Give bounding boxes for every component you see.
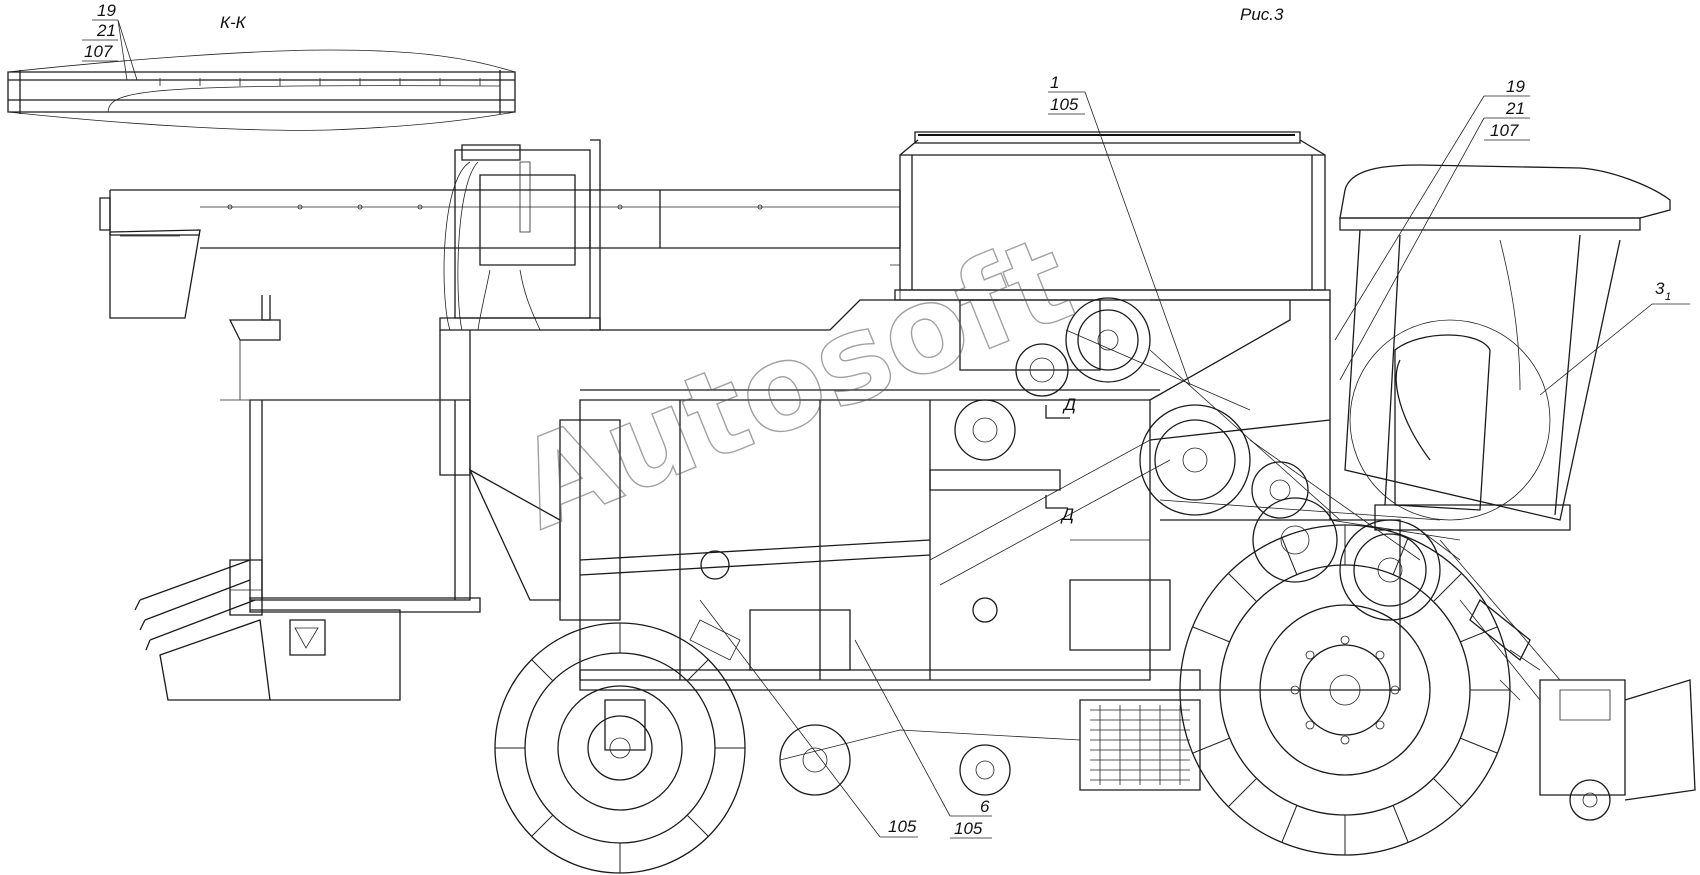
callout-tl-line3: 107 [84, 42, 113, 61]
callout-tr-line2: 21 [1505, 99, 1525, 118]
callout-rs-sub: 1 [1665, 291, 1671, 303]
callout-rs-main: 3 [1655, 279, 1665, 298]
callout-top-left: 19 21 107 [82, 1, 138, 81]
callout-bottom-right: 6 105 [854, 639, 992, 839]
callout-br-line2: 105 [954, 819, 983, 838]
callout-tr-line1: 19 [1506, 77, 1525, 96]
figure-caption: Рис.3 [1240, 5, 1284, 24]
view-marker-upper-text: Д [1062, 395, 1076, 414]
operator-cab [1339, 164, 1671, 561]
callout-right-side: 3 1 [1539, 279, 1690, 396]
watermark-text: Autosoft [499, 210, 1090, 557]
callout-tc-line1: 1 [1050, 73, 1059, 92]
rear-chopper [1439, 539, 1696, 821]
section-kk-detail [7, 49, 516, 131]
grain-tank [880, 131, 1331, 371]
callout-tc-line2: 105 [1050, 95, 1079, 114]
view-marker-lower-text: Д [1060, 505, 1074, 524]
view-marker-lower: Д [1045, 495, 1074, 524]
unloading-auger [99, 189, 901, 319]
engine-cooler [779, 699, 1201, 796]
callout-top-right: 19 21 107 [1334, 77, 1530, 381]
section-title-kk: К-К [220, 13, 247, 32]
callout-tl-line2: 21 [96, 21, 116, 40]
callout-bottom-left: 105 [699, 599, 918, 838]
header-feeder [134, 295, 401, 701]
callout-tl-line1: 19 [97, 1, 116, 20]
callout-top-center: 1 105 [1048, 73, 1191, 386]
drive-pulleys [700, 297, 1441, 623]
callout-bl-line1: 105 [888, 817, 917, 836]
view-marker-upper: Д [1045, 395, 1076, 419]
rear-wheel [494, 622, 746, 874]
hydraulic-tank [443, 139, 601, 331]
callout-br-line1: 6 [980, 797, 990, 816]
callout-tr-line3: 107 [1490, 121, 1519, 140]
